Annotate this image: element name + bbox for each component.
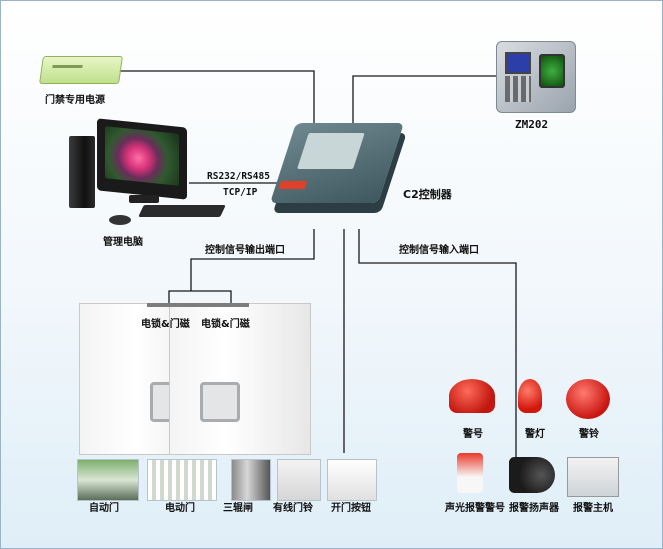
monitor-icon — [97, 118, 187, 200]
computer-label: 管理电脑 — [103, 237, 143, 248]
electric-lock-icon — [197, 303, 249, 307]
power-supply-icon — [39, 56, 123, 84]
warning-light-icon — [518, 379, 542, 413]
controller-label: C2控制器 — [403, 188, 452, 201]
alarm-label: 警灯 — [525, 429, 545, 440]
line-output-to-locks — [168, 229, 315, 306]
power-supply-label: 门禁专用电源 — [45, 95, 105, 106]
siren-icon — [449, 379, 495, 413]
output-device-label: 开门按钮 — [331, 503, 371, 514]
line-input-to-alarms — [358, 229, 517, 461]
fingerprint-reader-icon — [496, 41, 576, 113]
alarm-label: 报警扬声器 — [509, 503, 559, 514]
alarm-speaker-icon — [509, 457, 555, 493]
strobe-siren-icon — [457, 453, 483, 493]
exit-button-icon — [327, 459, 377, 501]
alarm-bell-icon — [566, 379, 610, 419]
line-fingerprint-to-controller — [352, 75, 496, 123]
alarm-label: 报警主机 — [573, 503, 613, 514]
door-right — [169, 303, 311, 455]
alarm-label: 警号 — [463, 429, 483, 440]
input-port-label: 控制信号输入端口 — [399, 245, 479, 256]
turnstile-icon — [231, 459, 271, 501]
line-power-to-controller — [119, 70, 315, 123]
doorbell-icon — [277, 459, 321, 501]
door-lock-label-left: 电锁&门磁 — [141, 319, 190, 330]
output-device-label: 自动门 — [89, 503, 119, 514]
output-device-label: 电动门 — [165, 503, 195, 514]
computer-tower-icon — [69, 136, 95, 208]
electric-gate-icon — [147, 459, 217, 501]
automatic-door-icon — [77, 459, 139, 501]
monitor-stand — [129, 195, 159, 203]
output-port-label: 控制信号输出端口 — [205, 245, 285, 256]
door-handle-icon — [200, 382, 240, 422]
keyboard-icon — [138, 205, 226, 217]
alarm-host-icon — [567, 457, 619, 497]
fingerprint-device-label: ZM202 — [515, 118, 549, 131]
protocol-label-tcp: TCP/IP — [223, 187, 258, 198]
output-device-label: 有线门铃 — [273, 503, 313, 514]
protocol-label-serial: RS232/RS485 — [207, 171, 270, 182]
alarm-label: 声光报警警号 — [445, 503, 505, 514]
output-device-label: 三辊闸 — [223, 503, 253, 514]
door-lock-label-right: 电锁&门磁 — [201, 319, 250, 330]
electric-lock-icon — [147, 303, 199, 307]
mouse-icon — [109, 215, 131, 225]
alarm-label: 警铃 — [579, 429, 599, 440]
